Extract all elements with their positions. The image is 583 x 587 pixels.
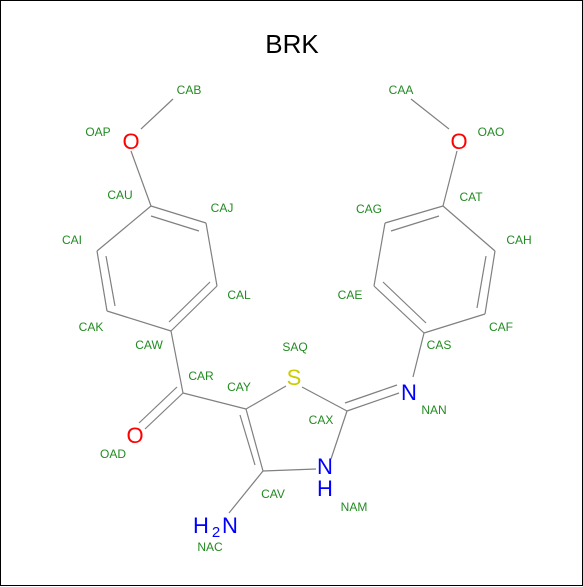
oxygen-atom-oad: O — [126, 423, 143, 448]
bond-nam-cav — [262, 468, 317, 472]
atom-label-cat: CAT — [459, 190, 483, 204]
bond-cax-nam — [330, 410, 348, 460]
atom-label-cae: CAE — [338, 288, 363, 302]
bond-cae-cag — [373, 222, 386, 287]
atom-label-saq: SAQ — [282, 340, 307, 354]
atom-label-car: CAR — [188, 369, 214, 383]
bond-cau-caj — [150, 205, 207, 224]
atom-label-oao: OAO — [478, 125, 505, 139]
bond-car-oad — [144, 392, 184, 430]
bond-cav-nac — [228, 470, 264, 514]
bond-caf-cah-inner — [476, 255, 487, 309]
bond-caj-cal — [205, 222, 218, 287]
nitrogen-atom-nan: N — [401, 380, 417, 405]
bond-cav-cay — [245, 408, 264, 472]
atom-label-cax: CAX — [309, 413, 334, 427]
bond-cax-nan-double — [344, 384, 398, 404]
bond-caw-car — [170, 330, 184, 394]
bond-car-cay — [182, 392, 247, 410]
sulfur-atom-saq: S — [287, 365, 302, 390]
bond-cag-cat-inner — [390, 215, 440, 232]
atom-label-oap: OAP — [85, 125, 110, 139]
atom-label-cas: CAS — [427, 338, 452, 352]
bond-car-oad-double — [138, 386, 178, 424]
atom-label-caf: CAF — [489, 320, 513, 334]
bond-cau-caj-inner — [150, 215, 200, 232]
bonds — [96, 98, 496, 514]
atom-label-cay: CAY — [227, 380, 251, 394]
nitrogen-atom-nam: N — [317, 454, 333, 479]
bond-cai-cak-inner — [105, 255, 116, 307]
atom-label-nan: NAN — [421, 403, 446, 417]
bond-oap-cau — [130, 150, 152, 207]
atom-label-caj: CAJ — [211, 201, 234, 215]
atom-label-cak: CAK — [79, 320, 104, 334]
bond-cas-caf — [423, 313, 486, 334]
bond-cal-caw — [170, 285, 218, 332]
diagram-title: BRK — [265, 29, 319, 59]
bond-saq-cax — [301, 386, 348, 412]
atom-label-nac: NAC — [197, 540, 223, 554]
bond-cay-saq — [245, 385, 287, 410]
atom-label-cai: CAI — [62, 233, 82, 247]
atom-label-cal: CAL — [227, 288, 251, 302]
oxygen-atom-oao: O — [450, 129, 467, 154]
bond-caa-oao — [410, 98, 450, 130]
bond-cak-caw — [106, 310, 172, 332]
bond-cai-cak — [96, 250, 108, 312]
hydrogen-count-nac: 2 — [212, 524, 220, 541]
bond-cag-cat — [384, 205, 444, 224]
atom-label-nam: NAM — [341, 500, 368, 514]
oxygen-atom-oap: O — [122, 129, 139, 154]
atom-label-cag: CAG — [356, 202, 382, 216]
atom-label-cah: CAH — [506, 233, 531, 247]
bond-cau-cai — [96, 205, 152, 252]
bond-cat-cah — [442, 205, 496, 252]
atom-label-cab: CAB — [177, 83, 202, 97]
hydrogen-atom-nam: H — [317, 476, 333, 501]
atom-label-caa: CAA — [389, 83, 414, 97]
bond-cax-nan — [346, 392, 400, 412]
atom-labels: CAB OAP CAU CAJ CAI CAL CAK CAW CAR OAD … — [62, 83, 532, 554]
atom-label-caw: CAW — [135, 338, 163, 352]
nitrogen-atom-nac: N — [222, 513, 238, 538]
bond-cal-caw-inner — [168, 281, 211, 323]
bond-cat-oao — [442, 150, 458, 207]
bond-cas-cae — [373, 285, 425, 334]
bond-cas-cae-inner — [382, 281, 427, 324]
atom-label-oad: OAD — [100, 447, 126, 461]
bond-nan-cas — [412, 332, 425, 378]
bond-cav-cay-double — [239, 414, 256, 466]
hydrogen-atom-nac: H — [193, 513, 209, 538]
bond-cab-oap — [140, 98, 174, 130]
atom-label-cau: CAU — [107, 188, 132, 202]
bond-caf-cah — [484, 250, 496, 315]
atom-label-cav: CAV — [261, 487, 285, 501]
